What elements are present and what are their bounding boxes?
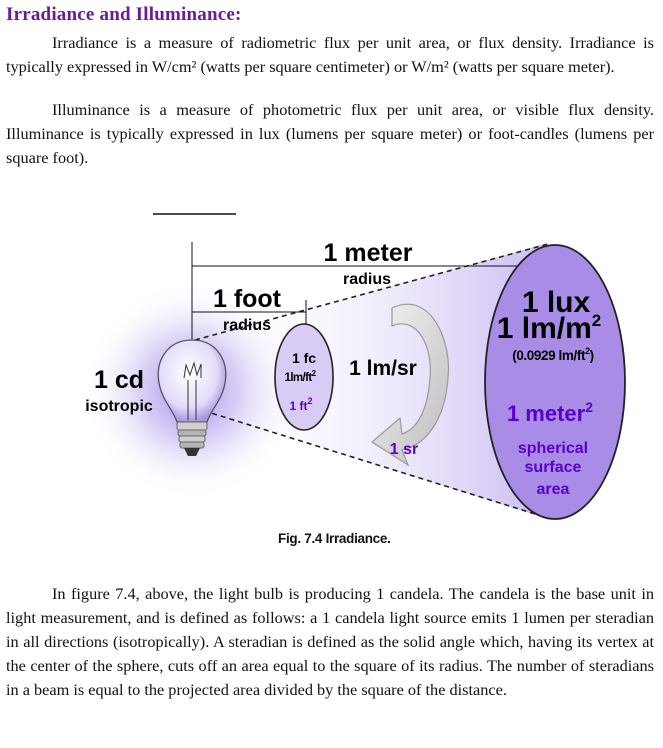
lm-per-ft-sup: 2 — [585, 346, 590, 356]
spherical-label: spherical — [518, 440, 588, 457]
foot-radius-label: radius — [223, 317, 271, 334]
fc-label: 1 fc — [292, 350, 316, 366]
lm-per-m-text: 1 lm/m — [497, 312, 592, 345]
surface-label: surface — [525, 459, 582, 476]
lm-per-ft2-label: (0.0929 lm/ft2) — [512, 346, 594, 363]
lux-label: 1 lux — [522, 286, 591, 319]
meter2-text: 1 meter — [507, 401, 586, 426]
isotropic-label: isotropic — [85, 398, 153, 415]
lm-per-ft-text: (0.0929 lm/ft — [512, 348, 586, 363]
irradiance-figure: 1 meter radius 1 foot radius 1 fc 1lm/ft… — [82, 213, 626, 520]
meter-label: 1 meter — [324, 239, 413, 267]
steradian-arrow-icon — [370, 303, 450, 467]
fc-unit-label: 1lm/ft2 — [285, 369, 317, 384]
light-cone — [195, 244, 545, 518]
lm-per-m-sup: 2 — [592, 311, 601, 330]
paragraph-candela: In figure 7.4, above, the light bulb is … — [6, 584, 654, 699]
fc-unit-sup: 2 — [312, 369, 317, 378]
meter-area-ellipse — [484, 244, 626, 520]
lm-per-ft-close: ) — [590, 348, 594, 363]
lm-per-m2-label: 1 lm/m2 — [497, 311, 602, 345]
ft2-text: 1 ft — [289, 399, 307, 413]
area-label: area — [537, 481, 570, 498]
cone-edge-top — [194, 243, 549, 341]
meter2-sup: 2 — [585, 399, 593, 415]
paragraph-illuminance: Illuminance is a measure of photometric … — [6, 100, 654, 167]
light-bulb-icon — [157, 339, 227, 456]
ft2-label: 1 ft2 — [289, 396, 312, 413]
paragraph-irradiance: Irradiance is a measure of radiometric f… — [6, 33, 654, 76]
candela-label: 1 cd — [94, 366, 144, 394]
cone-edge-bottom — [194, 407, 549, 519]
foot-area-ellipse — [274, 323, 334, 431]
meter2-label: 1 meter2 — [507, 399, 593, 426]
meter-radius-label: radius — [343, 271, 391, 288]
lm-per-sr-label: 1 lm/sr — [349, 357, 417, 380]
sr-label: 1 sr — [390, 441, 418, 458]
fc-unit-text: 1lm/ft — [285, 372, 313, 384]
foot-label: 1 foot — [213, 285, 282, 313]
ft2-sup: 2 — [307, 396, 312, 406]
figure-caption: Fig. 7.4 Irradiance. — [278, 531, 391, 546]
section-title: Irradiance and Illuminance: — [6, 4, 242, 25]
